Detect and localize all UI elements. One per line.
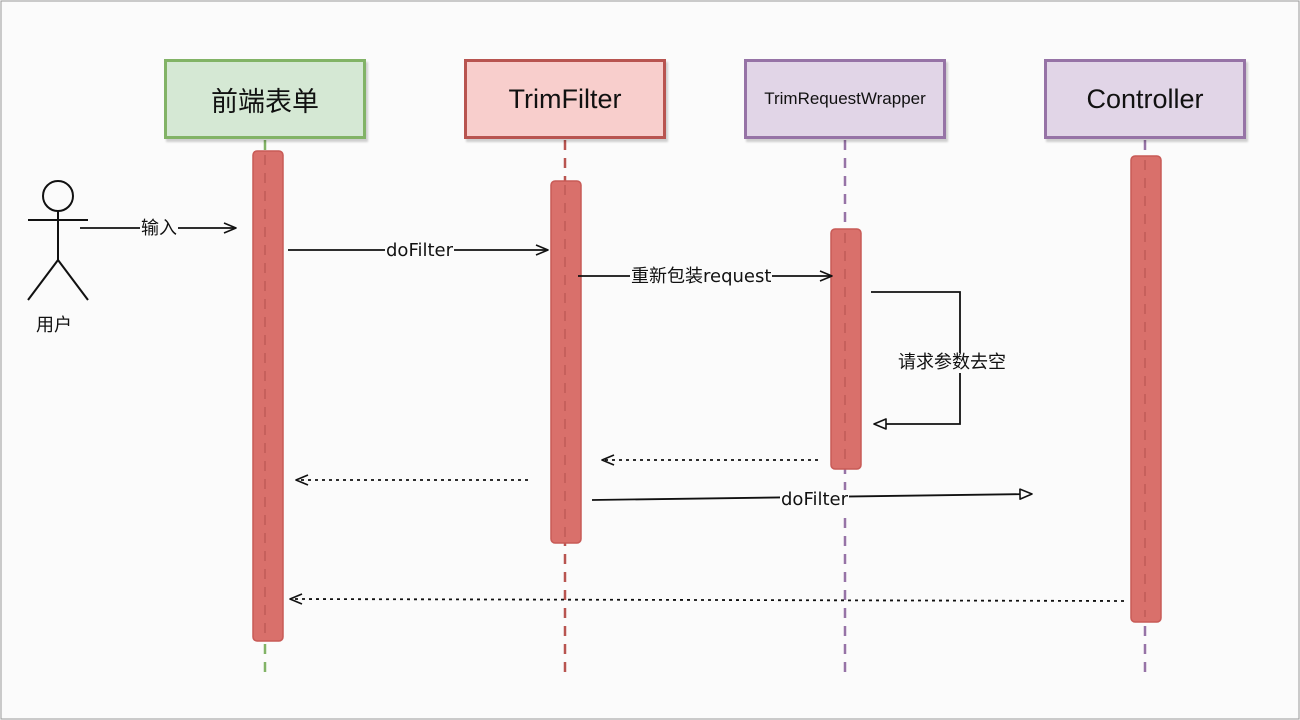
participant-trimfilter-label: TrimFilter <box>508 83 622 114</box>
participant-controller: Controller <box>1044 59 1246 139</box>
message-rewrap-label: 重新包装request <box>630 266 773 287</box>
participant-frontend-label: 前端表单 <box>211 86 319 117</box>
actor-label: 用户 <box>36 315 72 336</box>
participant-frontend: 前端表单 <box>164 59 366 139</box>
participant-wrapper-label: TrimRequestWrapper <box>764 89 926 108</box>
return-controller-to-frontend-arrow <box>289 593 1125 605</box>
activation-wrapper <box>830 228 862 470</box>
activation-frontend <box>252 150 284 642</box>
participant-trimfilter: TrimFilter <box>464 59 666 139</box>
user-actor-icon <box>27 180 89 301</box>
participant-controller-label: Controller <box>1086 83 1204 114</box>
message-input-label: 输入 <box>140 218 178 239</box>
activation-trimfilter <box>550 180 582 544</box>
participant-wrapper: TrimRequestWrapper <box>744 59 946 139</box>
message-dofilter-2-label: doFilter <box>780 489 850 510</box>
activation-controller <box>1130 155 1162 623</box>
message-self-trim-label: 请求参数去空 <box>898 352 1006 373</box>
message-dofilter-1-label: doFilter <box>385 240 455 261</box>
